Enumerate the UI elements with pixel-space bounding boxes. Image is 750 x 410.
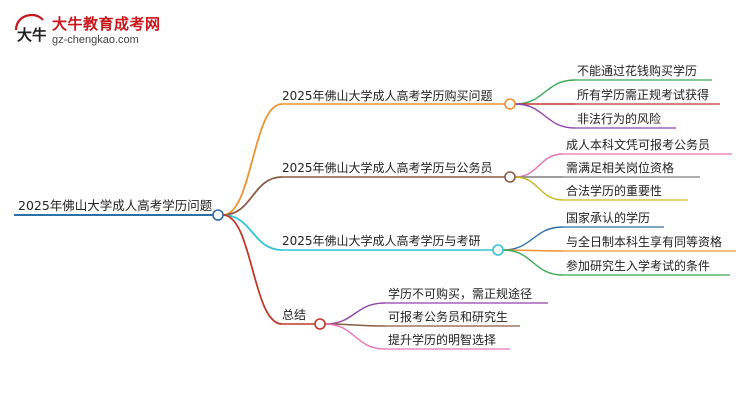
- logo-emblem-text: 大牛: [17, 26, 46, 44]
- root-node: [212, 209, 224, 221]
- leaf-1-3: 非法行为的风险: [577, 112, 662, 126]
- logo-url: gz-chengkao.com: [52, 34, 139, 46]
- leaf-4-1-connector: [324, 302, 386, 325]
- branch-1-connector: [222, 103, 283, 216]
- leaf-3-3-connector: [502, 249, 564, 276]
- leaf-1-1: 不能通过花钱购买学历: [577, 64, 698, 78]
- leaf-2-2: 需满足相关岗位资格: [566, 161, 675, 175]
- leaf-4-2: 可报考公务员和研究生: [388, 310, 509, 324]
- root-topic: 2025年佛山大学成人高考学历问题: [18, 198, 213, 213]
- leaf-2-1: 成人本科文凭可报考公务员: [566, 138, 711, 152]
- site-logo[interactable]: 大牛 大牛教育成考网 gz-chengkao.com: [8, 8, 178, 54]
- leaf-3-1: 国家承认的学历: [566, 211, 651, 225]
- leaf-4-3-connector: [324, 323, 386, 350]
- leaf-4-1: 学历不可购买，需正规途径: [388, 287, 533, 301]
- leaf-1-2: 所有学历需正规考试获得: [577, 88, 710, 102]
- leaf-1-3-connector: [514, 103, 576, 129]
- branch-4-node: [314, 318, 326, 330]
- leaf-1-1-connector: [514, 79, 576, 105]
- leaf-4-3: 提升学历的明智选择: [388, 333, 497, 347]
- branch-3-node: [492, 244, 504, 256]
- branch-3-label: 2025年佛山大学成人高考学历与考研: [282, 234, 481, 248]
- branch-2-label: 2025年佛山大学成人高考学历与公务员: [282, 161, 493, 175]
- leaf-3-1-connector: [502, 226, 564, 251]
- leaf-2-3: 合法学历的重要性: [566, 184, 663, 198]
- branch-1-node: [504, 98, 516, 110]
- branch-4-connector: [222, 214, 283, 325]
- logo-title: 大牛教育成考网: [52, 15, 161, 33]
- leaf-2-3-connector: [514, 176, 564, 201]
- logo-emblem: 大牛: [14, 13, 46, 44]
- branch-2-node: [504, 171, 516, 183]
- leaf-2-1-connector: [514, 153, 564, 178]
- leaf-3-3: 参加研究生入学考试的条件: [566, 259, 711, 273]
- branch-1-label: 2025年佛山大学成人高考学历购买问题: [282, 89, 493, 103]
- branch-2-connector: [222, 176, 283, 216]
- leaf-3-2: 与全日制本科生享有同等资格: [566, 235, 723, 249]
- branch-3-connector: [222, 214, 283, 251]
- branch-4-label: 总结: [282, 308, 307, 322]
